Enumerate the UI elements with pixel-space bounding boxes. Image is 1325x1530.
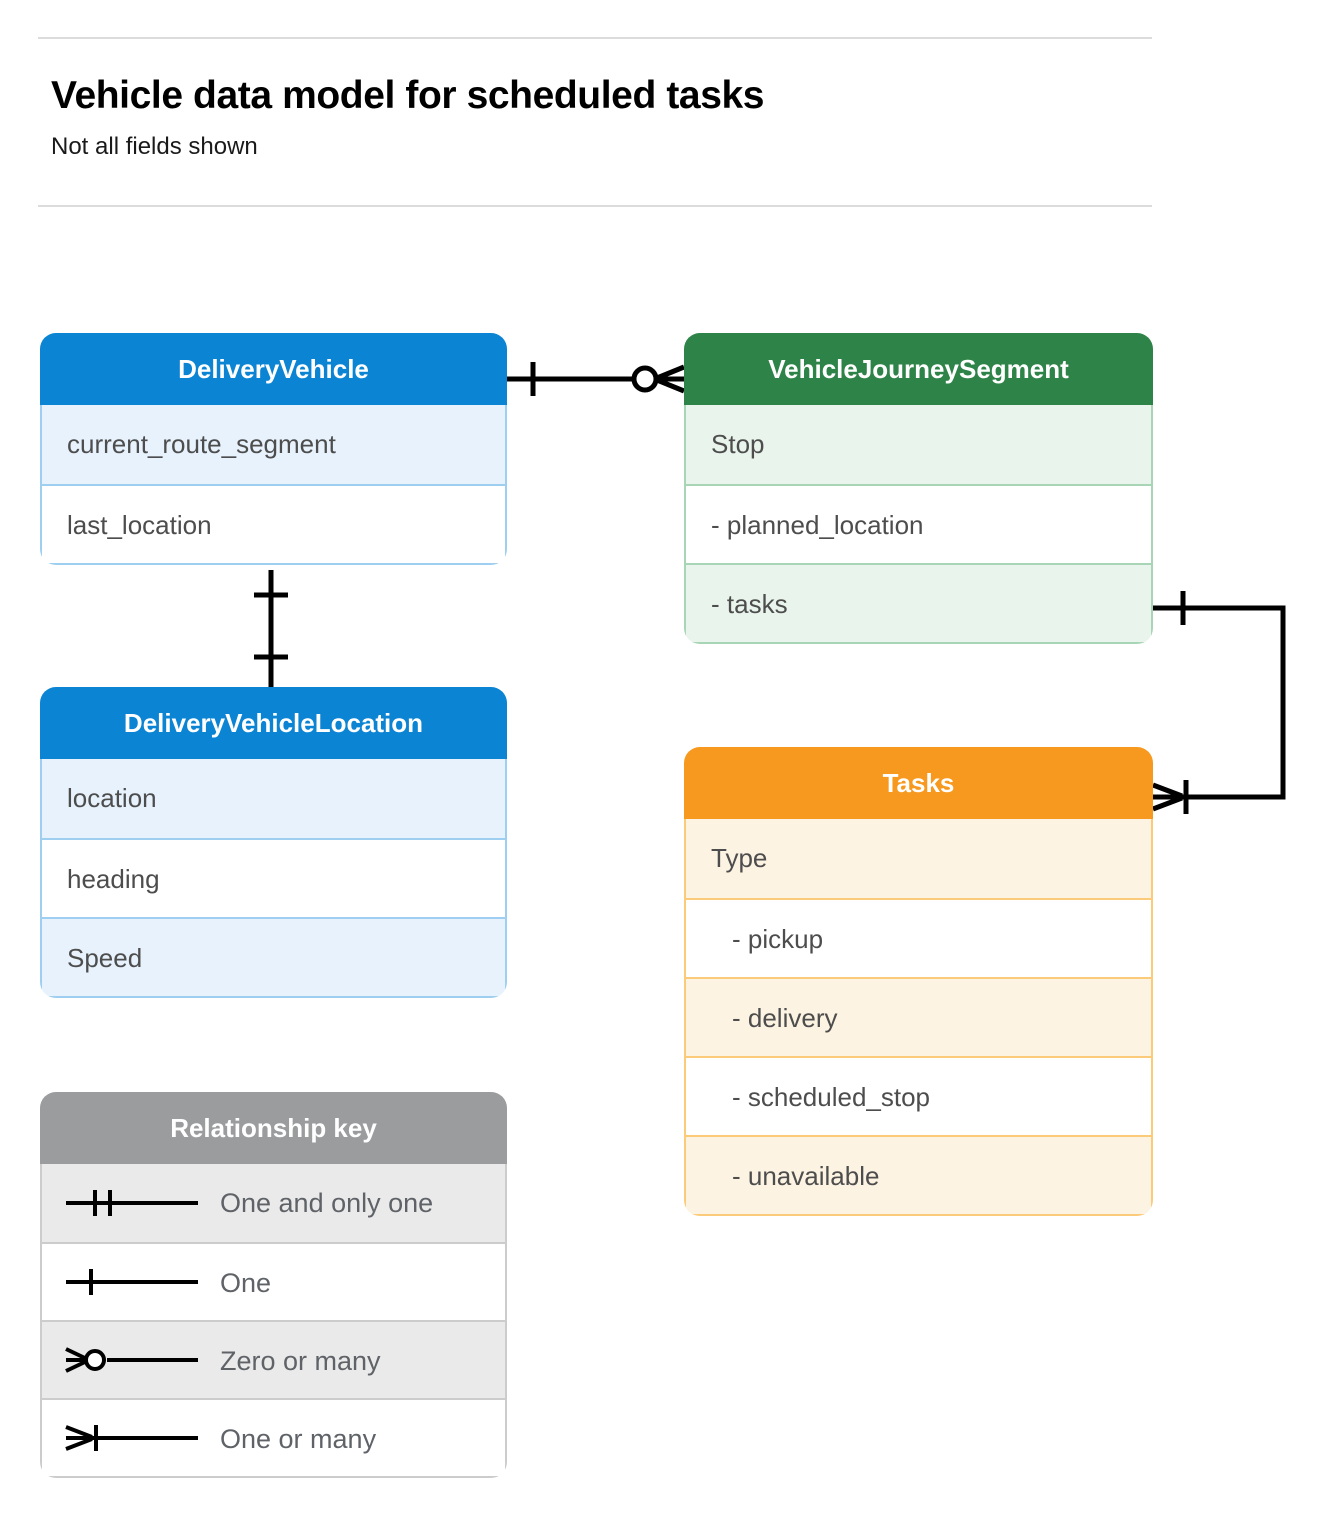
relationship-key-title: Relationship key — [40, 1092, 507, 1164]
legend-item-one: One — [42, 1242, 505, 1320]
legend-label-one-and-only-one: One and only one — [220, 1188, 434, 1218]
entity-tasks[interactable]: Tasks Type - pickup - delivery - schedul… — [684, 747, 1153, 1216]
entity-rows-delivery-vehicle: current_route_segment last_location — [40, 405, 507, 565]
legend-item-zero-or-many: Zero or many — [42, 1320, 505, 1398]
legend-item-one-or-many: One or many — [42, 1398, 505, 1476]
field-planned-location[interactable]: - planned_location — [686, 484, 1151, 563]
entity-title-vehicle-journey-segment: VehicleJourneySegment — [684, 333, 1153, 405]
field-tasks[interactable]: - tasks — [686, 563, 1151, 642]
legend-label-one: One — [220, 1268, 272, 1298]
entity-rows-tasks: Type - pickup - delivery - scheduled_sto… — [684, 819, 1153, 1216]
zero-or-many-icon — [65, 1347, 198, 1373]
field-heading[interactable]: heading — [42, 838, 505, 917]
connector-delivery-vehicle-to-vehicle-location — [254, 570, 288, 688]
page-subtitle: Not all fields shown — [51, 133, 258, 160]
field-location[interactable]: location — [42, 759, 505, 838]
entity-delivery-vehicle-location[interactable]: DeliveryVehicleLocation location heading… — [40, 687, 507, 998]
one-or-many-icon — [65, 1425, 198, 1451]
field-type-scheduled-stop[interactable]: - scheduled_stop — [686, 1056, 1151, 1135]
field-current-route-segment[interactable]: current_route_segment — [42, 405, 505, 484]
legend-label-one-or-many: One or many — [220, 1424, 377, 1454]
entity-vehicle-journey-segment[interactable]: VehicleJourneySegment Stop - planned_loc… — [684, 333, 1153, 644]
relationship-key-rows: One and only one One Zero — [40, 1164, 507, 1478]
field-type-delivery[interactable]: - delivery — [686, 977, 1151, 1056]
connector-delivery-vehicle-to-journey-segment — [507, 362, 685, 396]
legend-label-zero-or-many: Zero or many — [220, 1346, 381, 1376]
field-type[interactable]: Type — [686, 819, 1151, 898]
legend-item-one-and-only-one: One and only one — [42, 1164, 505, 1242]
field-stop[interactable]: Stop — [686, 405, 1151, 484]
entity-title-delivery-vehicle-location: DeliveryVehicleLocation — [40, 687, 507, 759]
field-type-pickup[interactable]: - pickup — [686, 898, 1151, 977]
relationship-key-legend: Relationship key One and only one One — [40, 1092, 507, 1478]
connector-journey-segment-tasks-to-tasks — [1152, 591, 1286, 814]
entity-rows-vehicle-journey-segment: Stop - planned_location - tasks — [684, 405, 1153, 644]
one-icon — [66, 1269, 198, 1295]
top-divider — [38, 37, 1152, 39]
page-title: Vehicle data model for scheduled tasks — [51, 74, 765, 117]
one-and-only-one-icon — [66, 1190, 198, 1216]
field-type-unavailable[interactable]: - unavailable — [686, 1135, 1151, 1214]
entity-delivery-vehicle[interactable]: DeliveryVehicle current_route_segment la… — [40, 333, 507, 565]
entity-title-tasks: Tasks — [684, 747, 1153, 819]
field-speed[interactable]: Speed — [42, 917, 505, 996]
entity-rows-delivery-vehicle-location: location heading Speed — [40, 759, 507, 998]
field-last-location[interactable]: last_location — [42, 484, 505, 563]
bottom-divider — [38, 205, 1152, 207]
entity-title-delivery-vehicle: DeliveryVehicle — [40, 333, 507, 405]
